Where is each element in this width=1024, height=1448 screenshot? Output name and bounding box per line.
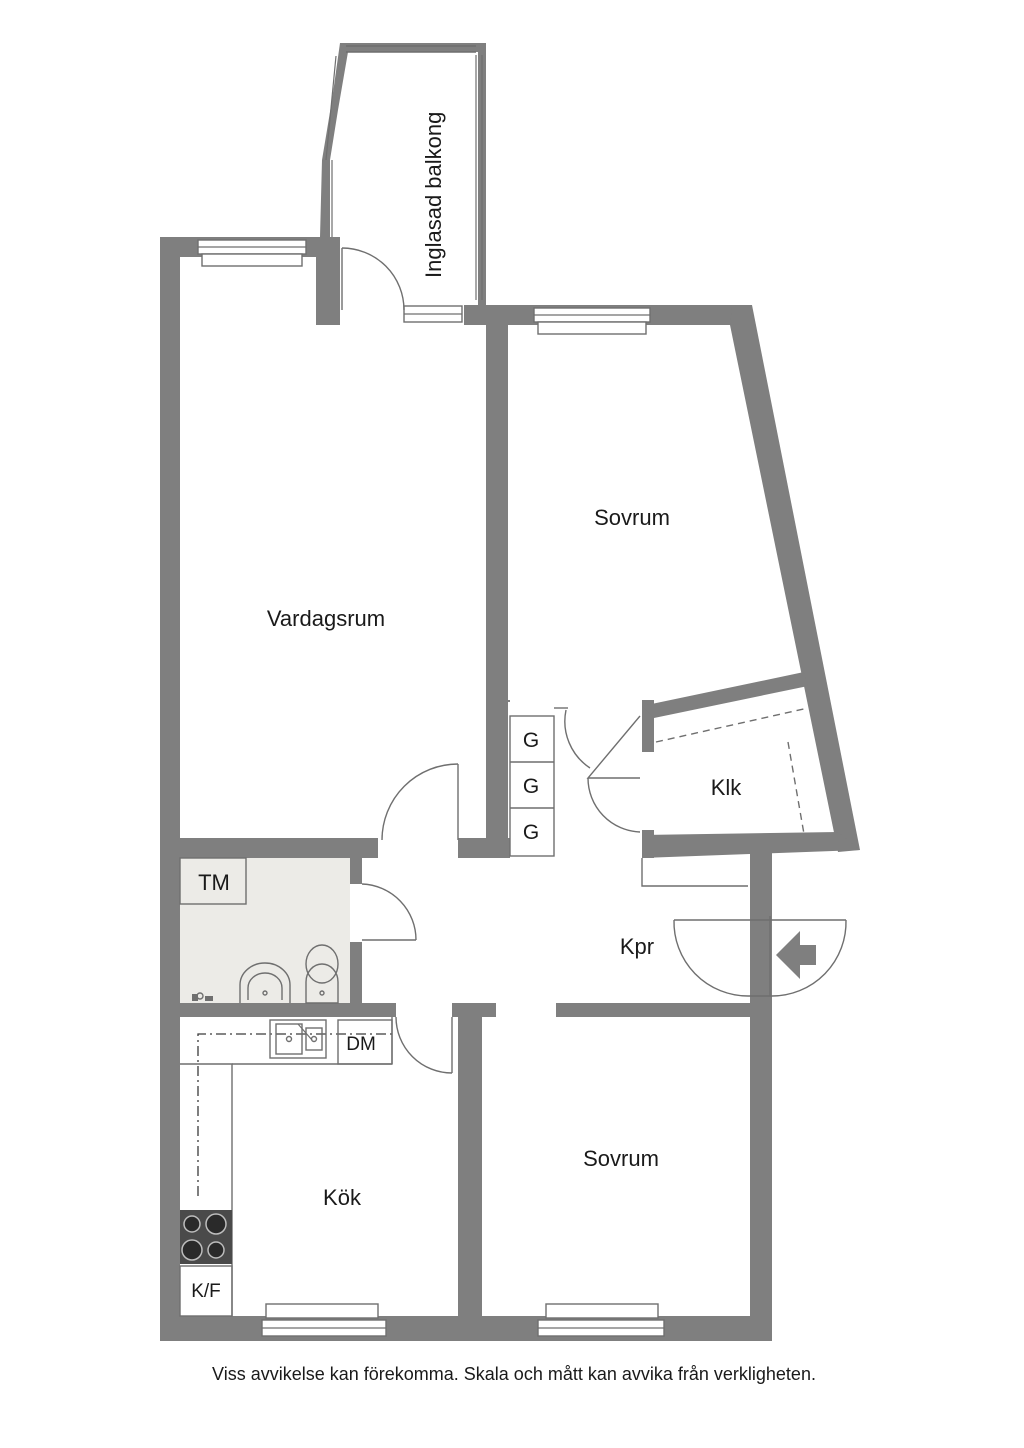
wardrobes (509, 707, 568, 857)
balcony (320, 43, 486, 323)
room-label-hallway: Kpr (620, 934, 654, 959)
sink-icon (269, 1019, 327, 1059)
kitchen-fixtures (179, 1017, 393, 1317)
faucet-icon (192, 992, 213, 1001)
dishwasher-label: DM (346, 1034, 376, 1055)
wardrobe-label-2: G (523, 775, 539, 798)
toilet-icon (305, 944, 339, 1004)
room-label-walk-in-closet: Klk (711, 775, 743, 800)
closet-shelves (655, 707, 809, 835)
doors (361, 709, 847, 1074)
disclaimer: Viss avvikelse kan förekomma. Skala och … (212, 1364, 816, 1384)
bathroom-fixtures (179, 857, 339, 1004)
wardrobe-label-1: G (523, 729, 539, 752)
washbasin-icon (239, 962, 291, 1003)
wardrobe-label-3: G (523, 821, 539, 844)
room-label-living-room: Vardagsrum (267, 606, 385, 631)
entrance-arrow-icon (776, 931, 816, 979)
room-label-bedroom-top: Sovrum (594, 505, 670, 530)
room-label-bathroom: TM (198, 870, 230, 895)
room-label-balcony: Inglasad balkong (421, 112, 446, 278)
stove-icon (180, 1210, 232, 1264)
room-label-bedroom-bottom: Sovrum (583, 1146, 659, 1171)
hallway-details (641, 858, 771, 996)
room-label-kitchen: Kök (323, 1185, 362, 1210)
fridge-freezer-label: K/F (191, 1281, 221, 1302)
windows (197, 239, 665, 1337)
bathroom-floor (180, 858, 350, 1003)
